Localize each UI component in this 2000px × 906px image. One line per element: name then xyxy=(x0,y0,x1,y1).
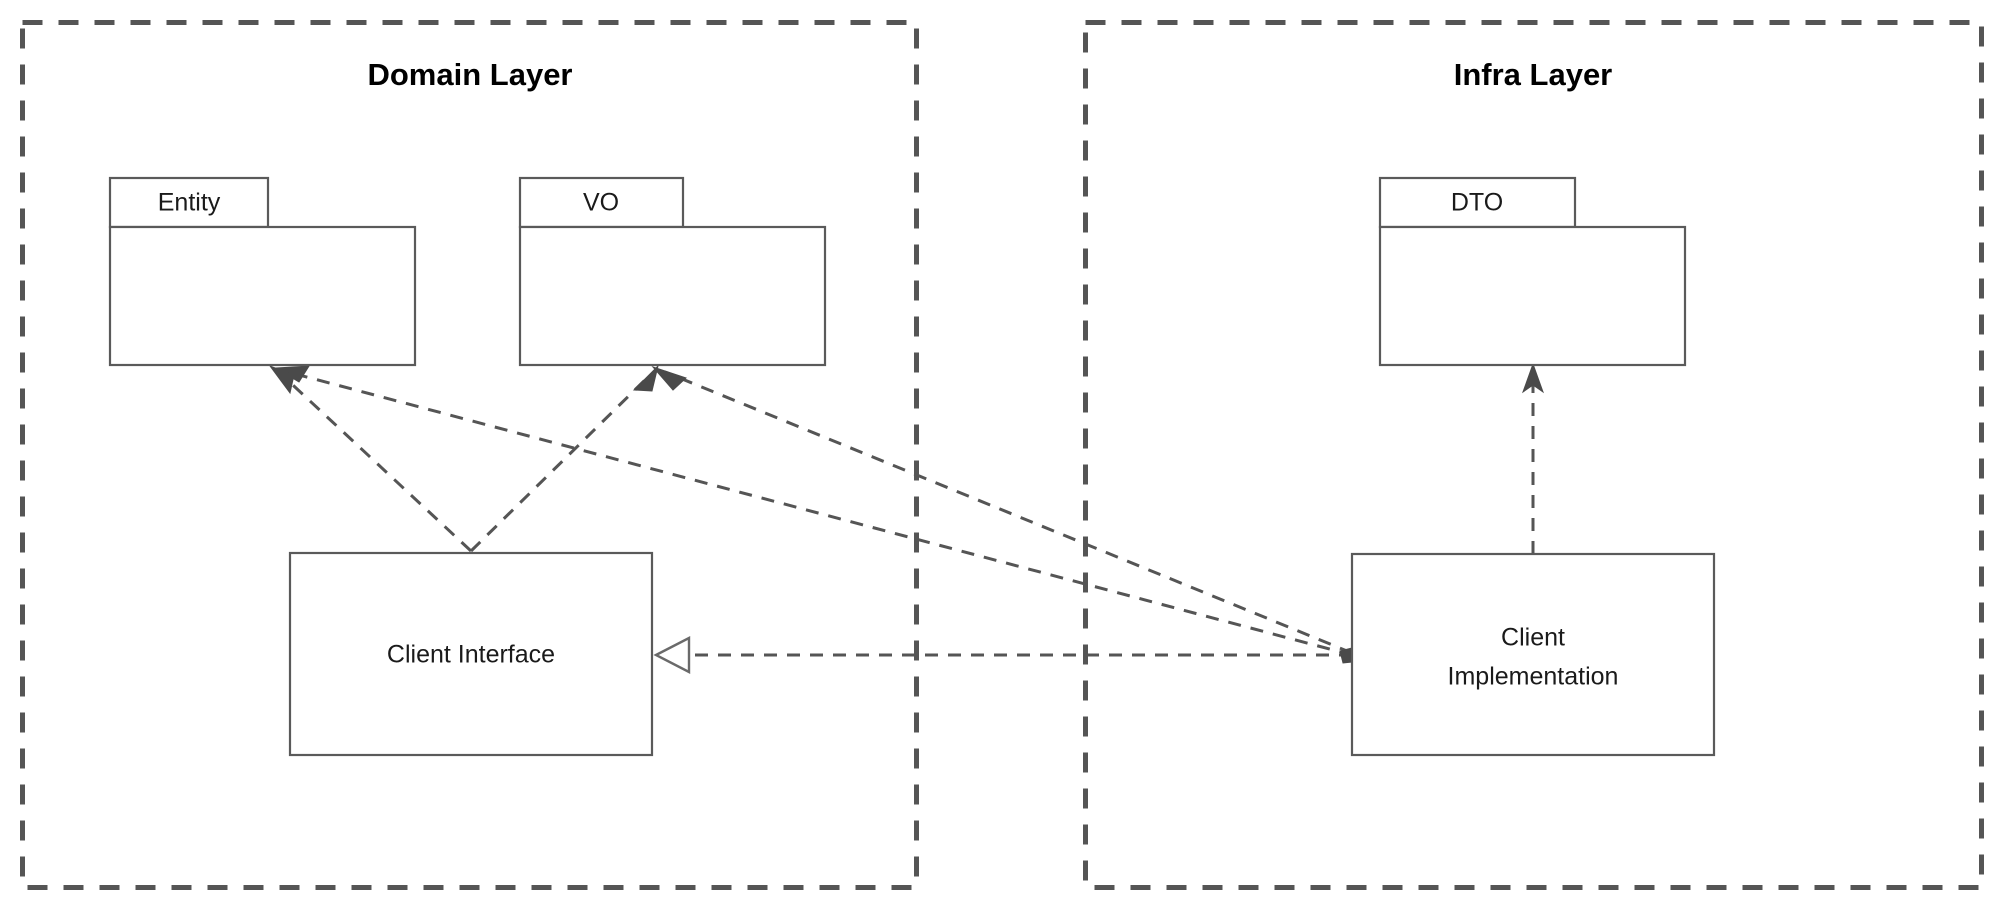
entity-package-label: Entity xyxy=(158,189,221,217)
iface-to-entity-arrowhead xyxy=(268,364,295,395)
client-interface-box xyxy=(288,551,654,757)
dto-package-label: DTO xyxy=(1451,189,1503,217)
client-implementation-label-line1: Client xyxy=(1501,624,1565,652)
impl-to-vo-arrowhead xyxy=(651,365,687,391)
connector-impl-to-vo[interactable] xyxy=(651,365,1353,655)
impl-to-vo-line xyxy=(664,370,1353,655)
iface-to-vo-line xyxy=(469,374,651,553)
vo-package-label: VO xyxy=(583,189,619,217)
package-vo[interactable]: VO xyxy=(518,176,827,367)
impl-to-iface-arrowhead xyxy=(653,636,691,674)
dto-package-body xyxy=(1378,225,1687,367)
connector-impl-to-iface[interactable] xyxy=(653,636,1352,674)
connector-layer xyxy=(268,362,1544,674)
node-client-interface[interactable]: Client Interface xyxy=(288,551,654,757)
client-implementation-label-line2: Implementation xyxy=(1448,663,1619,691)
package-dto[interactable]: DTO xyxy=(1378,176,1687,367)
domain-layer-frame xyxy=(20,20,919,890)
client-interface-label: Client Interface xyxy=(387,641,555,669)
domain-layer-title: Domain Layer xyxy=(367,57,572,92)
impl-convergence-marker xyxy=(1339,647,1353,664)
layer-infra[interactable]: Infra Layer xyxy=(1083,20,1984,890)
node-client-implementation[interactable]: Client Implementation xyxy=(1350,552,1716,757)
iface-to-vo-arrowhead xyxy=(632,364,659,392)
connector-iface-to-vo[interactable] xyxy=(469,364,659,553)
impl-to-dto-arrowhead xyxy=(1522,362,1544,394)
connector-impl-to-dto[interactable] xyxy=(1522,362,1544,554)
iface-to-entity-line xyxy=(279,372,473,553)
client-implementation-box xyxy=(1350,552,1716,757)
vo-package-body xyxy=(518,225,827,367)
connector-iface-to-entity[interactable] xyxy=(268,364,473,553)
infra-layer-title: Infra Layer xyxy=(1454,57,1613,92)
package-entity[interactable]: Entity xyxy=(108,176,417,367)
entity-package-body xyxy=(108,225,417,367)
layer-domain[interactable]: Domain Layer xyxy=(20,20,919,890)
infra-layer-frame xyxy=(1083,20,1984,890)
